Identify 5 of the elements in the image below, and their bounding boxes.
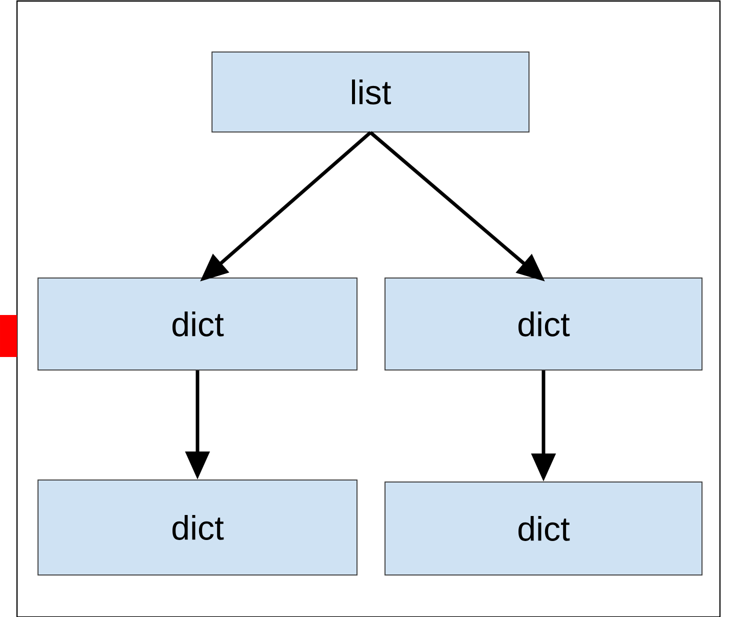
node-box: dict — [38, 277, 358, 370]
node-box: dict — [384, 277, 702, 370]
node-box: dict — [384, 481, 702, 576]
node-box: list — [212, 51, 530, 132]
node-box: dict — [38, 479, 358, 576]
